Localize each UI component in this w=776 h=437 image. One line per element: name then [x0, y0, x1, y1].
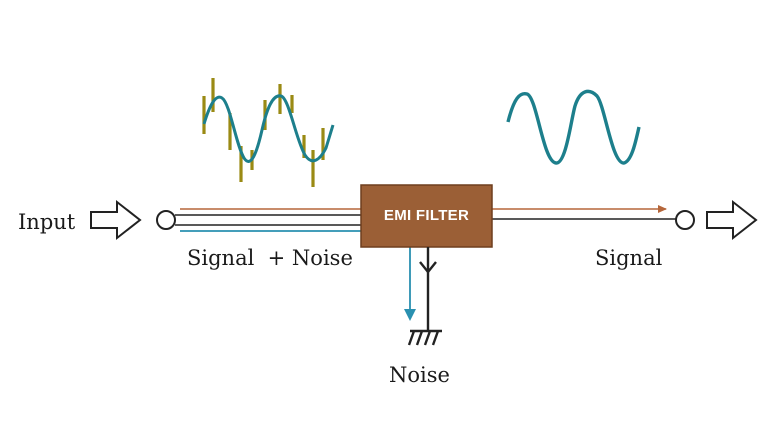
- ground-icon: [407, 329, 442, 346]
- input-arrow-icon: [90, 199, 142, 241]
- input-label: Input: [18, 210, 76, 234]
- emi-filter-box: [360, 184, 493, 248]
- signal-plus-noise-label: Signal + Noise: [187, 246, 353, 270]
- noise-label: Noise: [389, 363, 450, 387]
- output-sine-wave: [506, 89, 641, 165]
- input-sine-wave: [202, 94, 335, 163]
- input-terminal: [156, 210, 176, 230]
- output-terminal: [675, 210, 695, 230]
- output-arrow-icon: [706, 199, 758, 241]
- signal-output-label: Signal: [595, 246, 663, 270]
- emi-filter-label: EMI FILTER: [384, 207, 469, 224]
- ground-chevron-icon: [419, 261, 437, 274]
- noise-path-arrowhead: [404, 309, 416, 321]
- noise-spikes: [202, 78, 325, 187]
